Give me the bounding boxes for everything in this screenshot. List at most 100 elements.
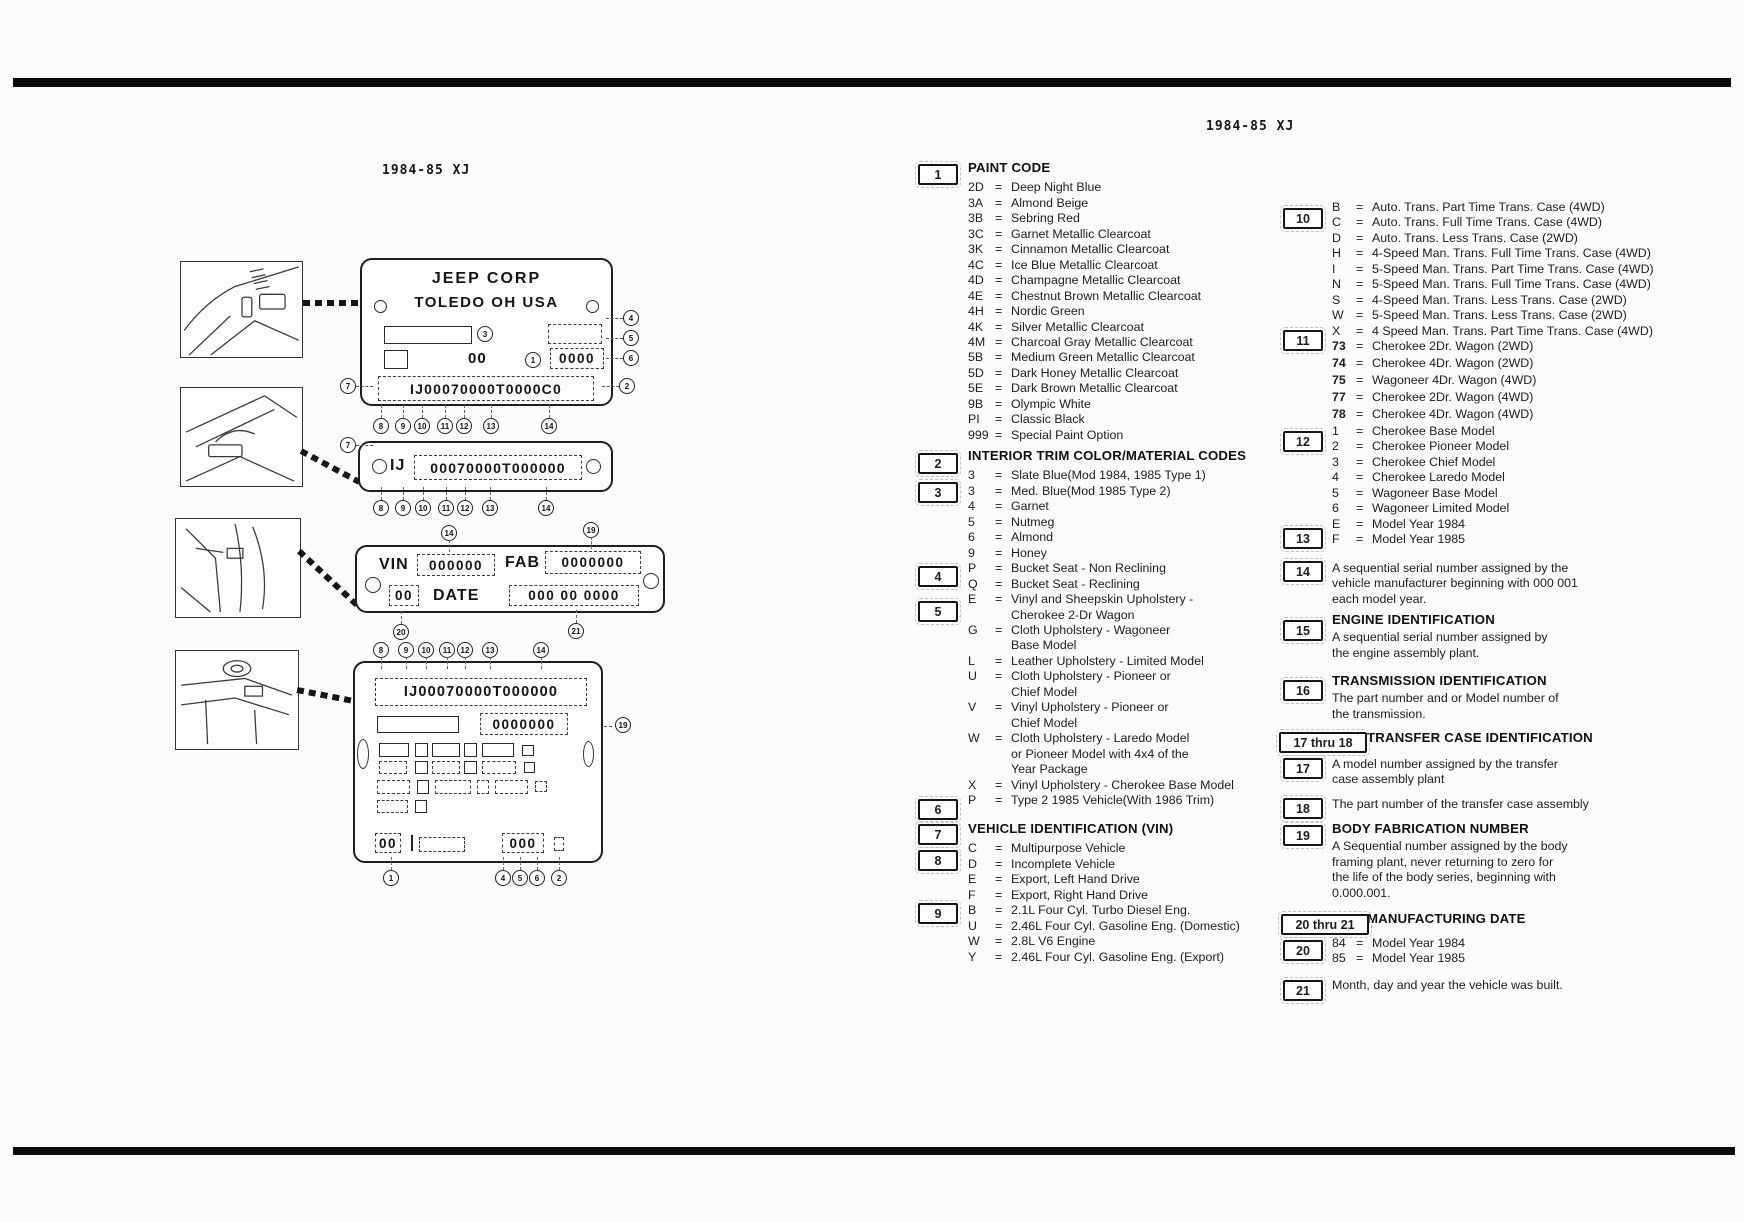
code: 4M: [968, 334, 986, 349]
code: 3: [968, 483, 975, 498]
paragraph: A sequential serial number assigned by t…: [1332, 561, 1712, 607]
description: Med. Blue(Mod 1985 Type 2): [1011, 483, 1171, 498]
callout-circle-4: 4: [606, 310, 639, 326]
code-row: W = 5-Speed Man. Trans. Less Trans. Case…: [1332, 308, 1712, 323]
code-row: 4D = Champagne Metallic Clearcoat: [968, 273, 1278, 288]
description: Model Year 1985: [1372, 951, 1466, 966]
code-row: 4E = Chestnut Brown Metallic Clearcoat: [968, 289, 1278, 304]
callout-circle-14: 14: [533, 642, 549, 669]
equals: =: [1356, 356, 1364, 370]
dashboard-line-art: [183, 266, 300, 356]
box-number: 4: [934, 569, 942, 584]
divider-tick: [411, 835, 413, 851]
option-box: [535, 781, 547, 792]
callout-circle-14: 14: [538, 487, 554, 516]
callout-circle-19: 19: [615, 717, 631, 733]
callout-circle-7: 7: [340, 378, 373, 394]
code: 3: [1332, 454, 1339, 469]
option-box: [522, 745, 534, 756]
equals: =: [995, 412, 1003, 427]
code-row: 3 = Med. Blue(Mod 1985 Type 2): [968, 484, 1278, 499]
description: Cherokee Laredo Model: [1372, 470, 1505, 485]
code: 5B: [968, 350, 984, 365]
code-row: Year Package: [968, 762, 1278, 777]
option-box: [432, 761, 460, 774]
description: Slate Blue(Mod 1984, 1985 Type 1): [1011, 468, 1206, 483]
equals: =: [995, 545, 1003, 560]
box-number: 5: [934, 604, 942, 619]
code-row: 75 = Wagoneer 4Dr. Wagon (4WD): [1332, 372, 1712, 389]
callout-circle-13: 13: [482, 487, 498, 516]
code-row: 85 = Model Year 1985: [1332, 951, 1712, 966]
plate-jeep-corp: JEEP CORP TOLEDO OH USA 3 00 1 0000 IJ00…: [360, 258, 613, 406]
equals: =: [1356, 532, 1364, 547]
callout-circle-5: 5: [606, 330, 639, 346]
description: 4 Speed Man. Trans. Part Time Trans. Cas…: [1372, 323, 1653, 338]
callout-box-20-thru-21: 20 thru 21: [1278, 911, 1372, 938]
code-row: E = Model Year 1984: [1332, 517, 1712, 532]
description: Auto. Trans. Less Trans. Case (2WD): [1372, 230, 1578, 245]
description: Type 2 1985 Vehicle(With 1986 Trim): [1011, 792, 1215, 807]
code-row: C = Auto. Trans. Full Time Trans. Case (…: [1332, 215, 1712, 230]
description: 5-Speed Man. Trans. Full Time Trans. Cas…: [1372, 277, 1651, 292]
callout-box-6: 6: [915, 796, 961, 823]
equals: =: [995, 226, 1003, 241]
equals: =: [995, 777, 1003, 792]
description: 5-Speed Man. Trans. Less Trans. Case (2W…: [1372, 308, 1627, 323]
code-row: F = Model Year 1985: [1332, 532, 1712, 547]
description: Cherokee 4Dr. Wagon (2WD): [1372, 356, 1534, 370]
code: 78: [1332, 407, 1346, 421]
code: 85: [1332, 951, 1346, 966]
callout-box-7: 7: [915, 821, 961, 848]
code-row: 4C = Ice Blue Metallic Clearcoat: [968, 258, 1278, 273]
equals: =: [1356, 246, 1364, 261]
description: Cherokee 2Dr. Wagon (4WD): [1372, 390, 1534, 404]
code: B: [968, 903, 977, 918]
code-row: 5D = Dark Honey Metallic Clearcoat: [968, 366, 1278, 381]
paragraph-line: vehicle manufacturer beginning with 000 …: [1332, 576, 1578, 591]
equals: =: [1356, 308, 1364, 323]
box-number: 12: [1296, 434, 1310, 449]
paragraph-line: The part number and or Model number of: [1332, 691, 1559, 706]
callout-box-10: 10: [1280, 205, 1326, 232]
equals: =: [1356, 339, 1364, 353]
equals: =: [1356, 470, 1364, 485]
field-box: [377, 716, 459, 733]
code: H: [1332, 246, 1341, 261]
code-list: 1 = Cherokee Base Model 2 = Cherokee Pio…: [1332, 424, 1712, 517]
equals: =: [995, 918, 1003, 933]
equals: =: [1356, 936, 1364, 950]
date-label: DATE: [433, 587, 480, 604]
callout-circle-11: 11: [438, 487, 454, 516]
callout-box-13: 13: [1280, 525, 1326, 552]
description: Chief Model: [1011, 715, 1078, 730]
equals: =: [1356, 439, 1364, 454]
section-title: BODY FABRICATION NUMBER: [1332, 821, 1529, 836]
callout-box-12: 12: [1280, 428, 1326, 455]
section-title: VEHICLE IDENTIFICATION (VIN): [968, 821, 1174, 836]
equals: [995, 716, 1011, 731]
code: 2D: [968, 180, 984, 195]
callout-box-17: 17: [1280, 755, 1326, 782]
code: 3K: [968, 242, 984, 257]
callout-circle-20: 20: [393, 611, 409, 640]
code: E: [968, 592, 977, 607]
description: Vinyl Upholstery - Pioneer or: [1011, 700, 1169, 715]
description: Cherokee 2-Dr Wagon: [1011, 607, 1135, 622]
callout-circle-6: 6: [529, 857, 545, 886]
code-row: 2 = Cherokee Pioneer Model: [1332, 439, 1712, 454]
option-box: [377, 780, 410, 794]
description: 2.46L Four Cyl. Gasoline Eng. (Domestic): [1011, 918, 1240, 933]
mount-slot: [357, 739, 369, 769]
code: C: [968, 841, 977, 856]
code: E: [1332, 517, 1341, 531]
equals: =: [1356, 323, 1364, 338]
field-box: [548, 324, 602, 344]
code: 9: [968, 545, 975, 560]
code-row: H = 4-Speed Man. Trans. Full Time Trans.…: [1332, 246, 1712, 261]
callout-circle-1: 1: [525, 352, 541, 368]
callout-box-1: 1: [915, 161, 961, 188]
sketch-door-jamb: [175, 518, 301, 618]
callout-box-21: 21: [1280, 977, 1326, 1004]
code-row: 3 = Cherokee Chief Model: [1332, 455, 1712, 470]
